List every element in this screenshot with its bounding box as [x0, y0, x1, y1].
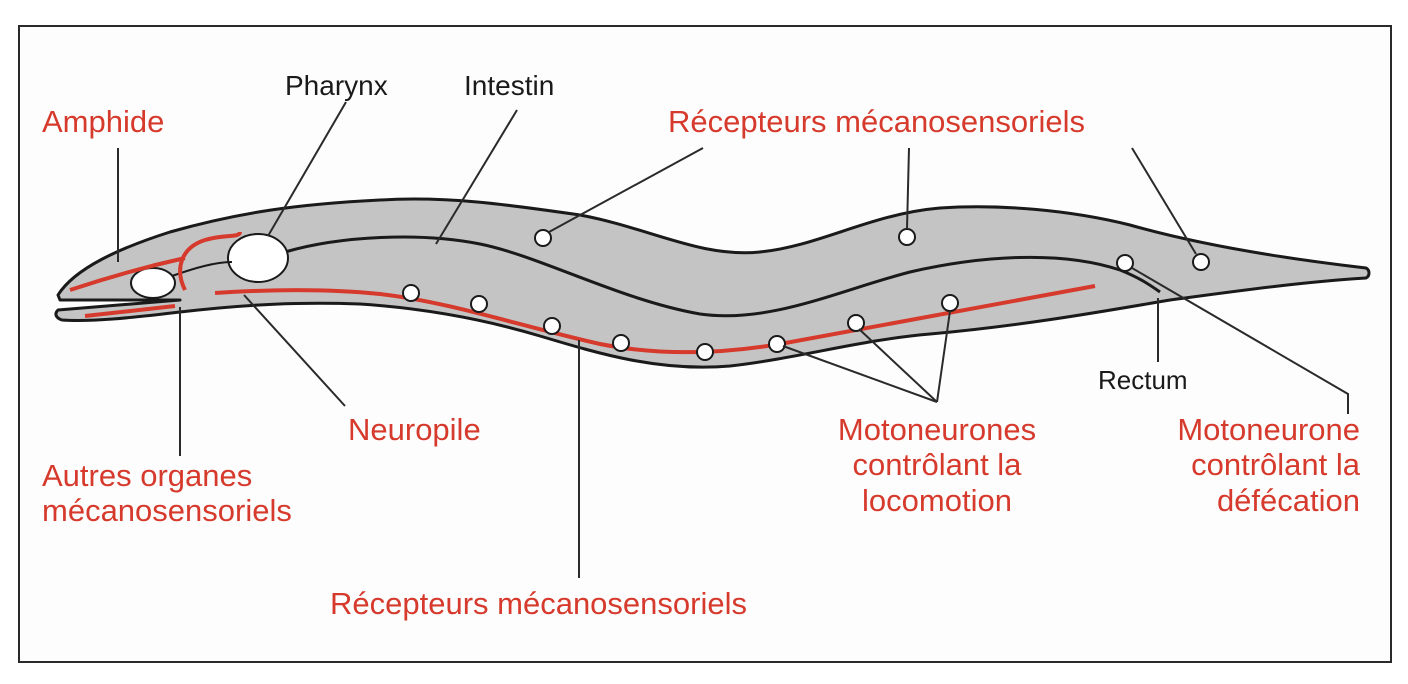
label-recepteurs-bottom: Récepteurs mécanosensoriels	[330, 586, 747, 621]
label-defecation-line1: Motoneurone	[1177, 412, 1360, 447]
label-defecation-line3: défécation	[1216, 482, 1360, 518]
label-autres-organes-line1: Autres organes	[42, 458, 253, 493]
leader-neuropile	[243, 294, 346, 407]
label-defecation-line2: contrôlant la	[1191, 447, 1360, 483]
pharynx-bulb-posterior	[227, 233, 289, 283]
leader-locomotion-3	[936, 310, 951, 403]
label-autres-organes: Autres organes mécanosensoriels	[42, 458, 292, 529]
locomotion-motoneuron-dot	[847, 314, 865, 332]
label-motoneurones-locomotion: Motoneurones contrôlant la locomotion	[812, 412, 1062, 518]
ventral-anterior-nerve	[84, 304, 176, 318]
pharynx-bulb-anterior	[130, 267, 176, 299]
label-locomotion-line2: contrôlant la	[852, 447, 1022, 483]
label-recepteurs-top: Récepteurs mécanosensoriels	[668, 104, 1085, 139]
leader-intestin	[435, 109, 518, 245]
receptor-dot	[898, 228, 916, 246]
label-intestin: Intestin	[464, 70, 555, 101]
receptor-dot	[543, 317, 561, 335]
receptor-dot	[1192, 253, 1210, 271]
amphide-nerve	[69, 256, 186, 292]
nerve-ring	[178, 231, 242, 291]
leader-defecation	[1131, 267, 1349, 414]
receptor-dot	[402, 284, 420, 302]
label-autres-organes-line2: mécanosensoriels	[42, 493, 292, 529]
leader-recepteurs-top-3	[1131, 147, 1197, 255]
receptor-dot	[470, 295, 488, 313]
leader-recepteurs-top-1	[548, 147, 704, 233]
intestine-line	[284, 235, 1161, 318]
defecation-motoneuron-dot	[1116, 254, 1134, 272]
label-rectum: Rectum	[1098, 365, 1188, 395]
locomotion-motoneuron-dot	[941, 294, 959, 312]
ventral-nerve-cord	[214, 284, 1096, 355]
label-locomotion-line1: Motoneurones	[837, 412, 1037, 447]
leader-pharynx	[267, 101, 347, 237]
leader-recepteurs-top-2	[906, 147, 910, 230]
receptor-dot	[612, 334, 630, 352]
label-motoneurone-defecation: Motoneurone contrôlant la défécation	[1112, 412, 1360, 518]
leader-lines	[117, 101, 1349, 578]
label-pharynx: Pharynx	[285, 70, 388, 101]
receptor-dot	[696, 343, 714, 361]
label-locomotion-line3: locomotion	[862, 482, 1012, 518]
label-neuropile: Neuropile	[348, 412, 481, 447]
leader-locomotion-1	[782, 345, 938, 403]
locomotion-motoneuron-dot	[768, 335, 786, 353]
cell-dots	[402, 228, 1210, 361]
receptor-dot	[534, 229, 552, 247]
leader-locomotion-2	[858, 328, 938, 403]
worm-body	[54, 197, 1371, 369]
label-amphide: Amphide	[42, 104, 165, 139]
pharynx-isthmus	[171, 261, 233, 277]
